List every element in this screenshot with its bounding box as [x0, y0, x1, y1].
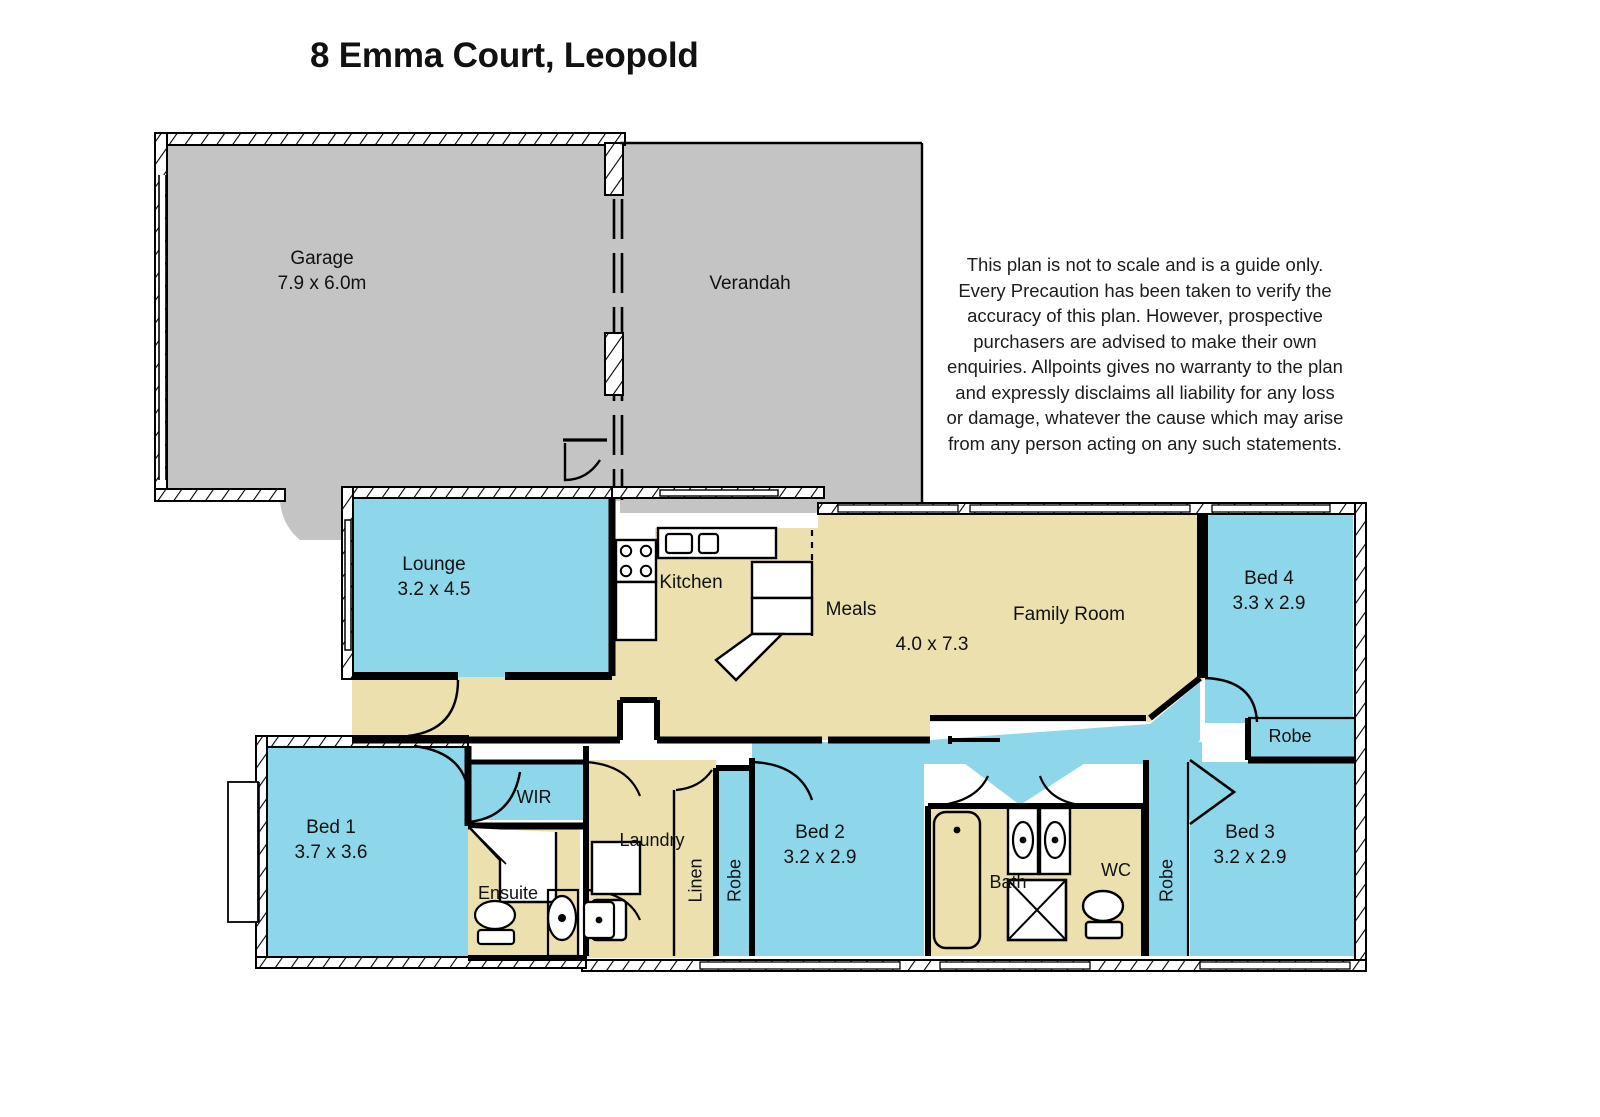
plan-disclaimer: This plan is not to scale and is a guide…: [946, 254, 1344, 454]
garage-entry-apron: [280, 501, 348, 540]
linen-fill: [676, 790, 716, 956]
wir-fill: [468, 762, 586, 820]
verandah-floor: [620, 143, 922, 501]
house-outer-walls: [227, 486, 1367, 972]
lounge-fill: [352, 497, 610, 677]
bed1-fill: [268, 746, 468, 958]
outdoor-areas: [168, 143, 922, 540]
page-title: 8 Emma Court, Leopold: [310, 36, 699, 75]
bath-fixtures: [932, 806, 1125, 950]
outdoor-walls: [154, 132, 924, 515]
kitchen-fill2: [612, 640, 660, 678]
bed4-fill: [1205, 513, 1353, 723]
passage-marks: [948, 736, 1000, 744]
bed2-fill: [752, 758, 924, 956]
internal-walls: [352, 498, 1355, 961]
hall-blue-strip: [752, 742, 1202, 764]
meals-family-fill: [818, 513, 1205, 740]
kitchen-fixtures: [614, 526, 814, 682]
robe4-fill: [1248, 718, 1354, 760]
garage-floor: [168, 143, 620, 501]
robe2-fill: [718, 768, 752, 956]
